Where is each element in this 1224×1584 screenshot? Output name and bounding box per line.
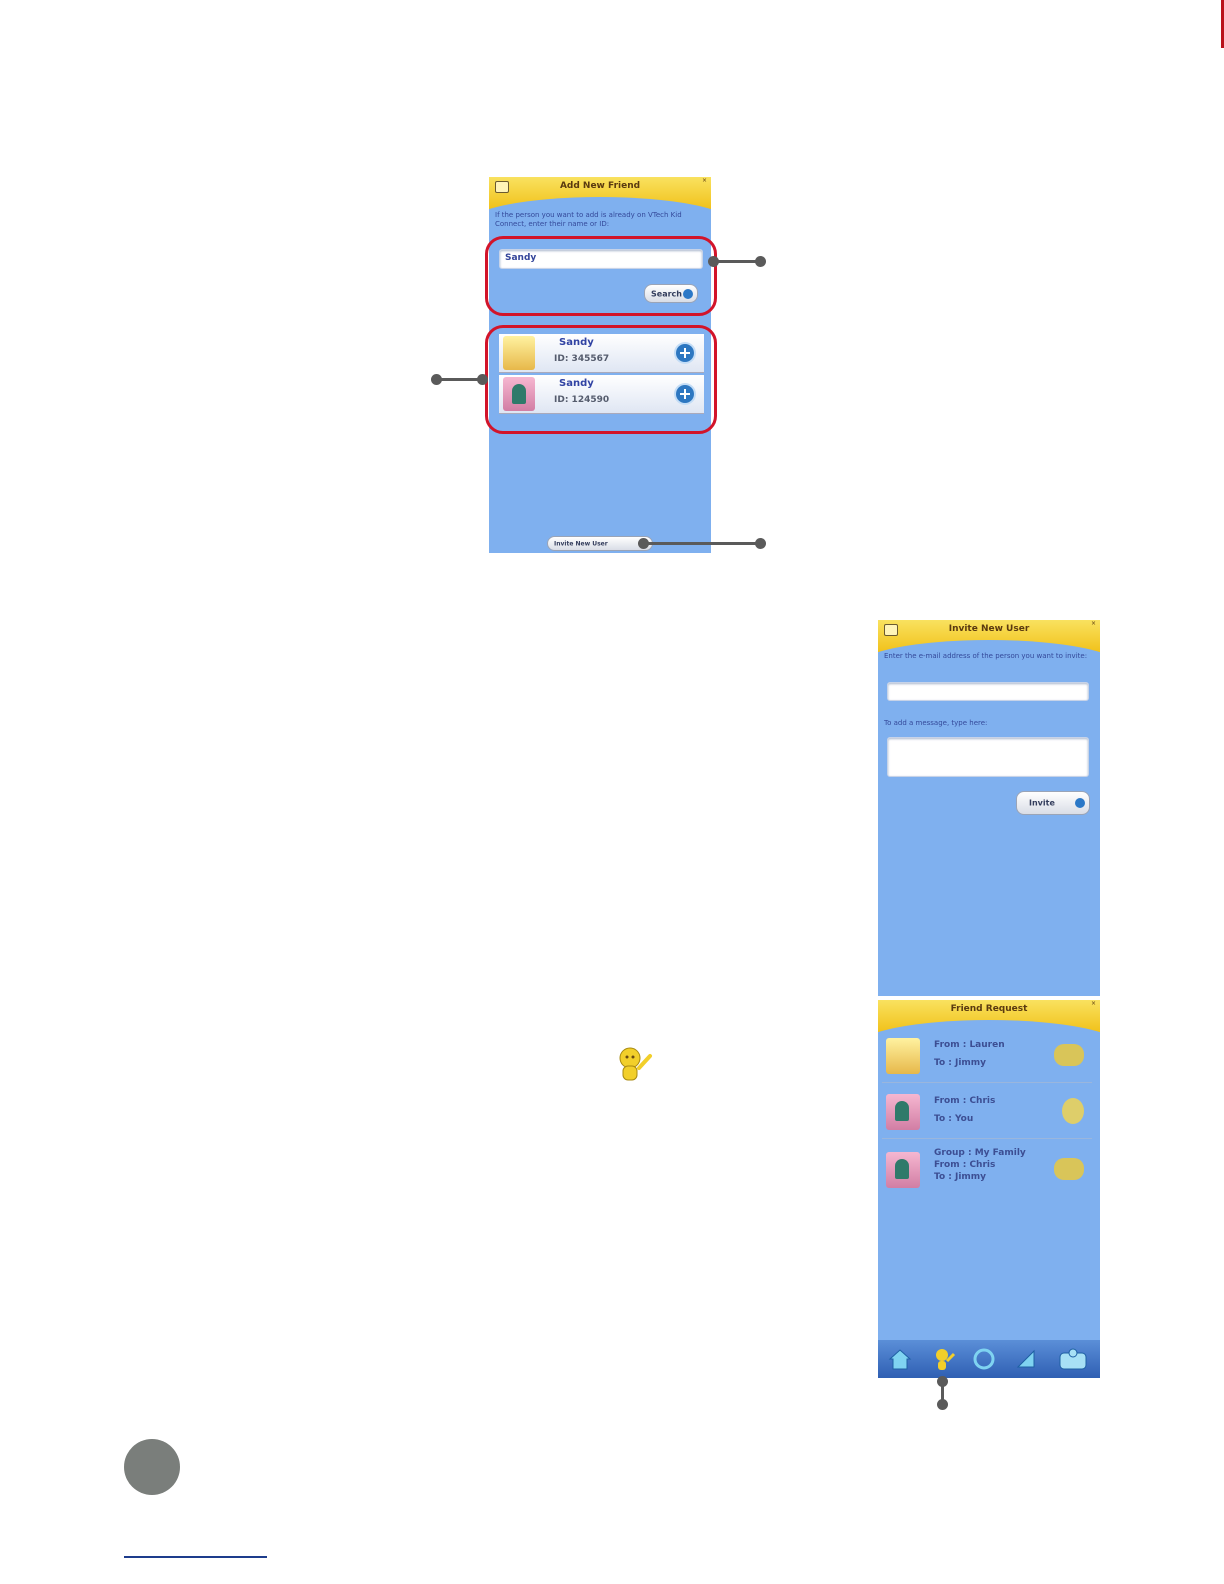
request-group: Group : My Family bbox=[934, 1148, 1026, 1158]
search-input[interactable]: Sandy bbox=[499, 249, 703, 269]
request-to: To : Jimmy bbox=[934, 1172, 987, 1182]
profile-icon[interactable] bbox=[1058, 1347, 1088, 1371]
margin-rule bbox=[1221, 0, 1224, 48]
add-friend-icon[interactable] bbox=[676, 385, 694, 403]
request-to: To : You bbox=[934, 1114, 974, 1124]
callout-dot bbox=[638, 538, 649, 549]
invite-user-screen: Invite New User × Enter the e-mail addre… bbox=[878, 620, 1100, 996]
friend-request-icon bbox=[619, 1047, 652, 1081]
friend-request-screen: Friend Request × From : Lauren To : Jimm… bbox=[878, 1000, 1100, 1378]
callout-line bbox=[714, 260, 760, 263]
search-input-value: Sandy bbox=[505, 253, 537, 263]
email-label: Enter the e-mail address of the person y… bbox=[884, 652, 1088, 660]
screen-title: Add New Friend bbox=[559, 181, 641, 191]
header-bar: Friend Request × bbox=[878, 1000, 1100, 1046]
callout-dot bbox=[755, 256, 766, 267]
bottom-toolbar bbox=[878, 1340, 1100, 1378]
accept-request-icon[interactable] bbox=[1054, 1158, 1084, 1180]
result-name: Sandy bbox=[559, 337, 594, 348]
search-button[interactable]: Search bbox=[644, 284, 698, 303]
avatar bbox=[886, 1094, 920, 1130]
search-result-item[interactable]: Sandy ID: 345567 bbox=[499, 334, 704, 373]
request-item[interactable]: From : Chris To : You bbox=[882, 1086, 1092, 1139]
avatar bbox=[503, 336, 535, 370]
page-number-badge bbox=[124, 1439, 180, 1495]
back-icon[interactable] bbox=[495, 181, 509, 193]
result-name: Sandy bbox=[559, 378, 594, 389]
request-from: From : Lauren bbox=[934, 1040, 1005, 1050]
avatar bbox=[503, 377, 535, 411]
callout-line bbox=[436, 378, 482, 381]
search-go-icon bbox=[683, 288, 693, 299]
callout-dot bbox=[477, 374, 488, 385]
invite-button[interactable]: Invite bbox=[1016, 791, 1090, 815]
request-item[interactable]: Group : My Family From : Chris To : Jimm… bbox=[882, 1144, 1092, 1196]
add-friend-screen: Add New Friend × If the person you want … bbox=[489, 177, 711, 553]
search-highlight-box bbox=[485, 236, 717, 316]
avatar bbox=[886, 1152, 920, 1188]
accept-request-icon[interactable] bbox=[1054, 1044, 1084, 1066]
add-friend-icon[interactable] bbox=[676, 344, 694, 362]
refresh-icon[interactable] bbox=[972, 1347, 996, 1371]
search-button-label: Search bbox=[651, 289, 682, 298]
result-id: ID: 124590 bbox=[554, 395, 610, 405]
friend-request-icon[interactable] bbox=[932, 1347, 956, 1371]
callout-line bbox=[643, 542, 760, 545]
request-from: From : Chris bbox=[934, 1096, 996, 1106]
screen-title: Friend Request bbox=[950, 1004, 1028, 1014]
footer-rule bbox=[124, 1556, 267, 1558]
callout-dot bbox=[937, 1399, 948, 1410]
callout-dot bbox=[755, 538, 766, 549]
callout-dot bbox=[708, 256, 719, 267]
message-label: To add a message, type here: bbox=[884, 719, 988, 727]
screen-title: Invite New User bbox=[948, 624, 1030, 634]
invite-button-label: Invite bbox=[1029, 798, 1055, 808]
settings-icon[interactable] bbox=[1014, 1347, 1038, 1371]
email-field[interactable] bbox=[887, 682, 1089, 701]
home-icon[interactable] bbox=[888, 1347, 912, 1371]
header-bar: Add New Friend × bbox=[489, 177, 711, 223]
close-icon[interactable]: × bbox=[702, 177, 708, 184]
close-icon[interactable]: × bbox=[1091, 620, 1097, 627]
instruction-text: If the person you want to add is already… bbox=[495, 211, 682, 228]
confirm-icon bbox=[1075, 798, 1085, 808]
back-icon[interactable] bbox=[884, 624, 898, 636]
avatar bbox=[886, 1038, 920, 1074]
request-to: To : Jimmy bbox=[934, 1058, 987, 1068]
callout-dot bbox=[937, 1376, 948, 1387]
callout-dot bbox=[431, 374, 442, 385]
result-id: ID: 345567 bbox=[554, 354, 610, 364]
results-highlight-box bbox=[485, 325, 717, 434]
close-icon[interactable]: × bbox=[1091, 1000, 1097, 1007]
request-from: From : Chris bbox=[934, 1160, 996, 1170]
search-result-item[interactable]: Sandy ID: 124590 bbox=[499, 375, 704, 414]
pending-request-icon[interactable] bbox=[1062, 1098, 1084, 1124]
request-item[interactable]: From : Lauren To : Jimmy bbox=[882, 1030, 1092, 1083]
callout-line bbox=[941, 1378, 944, 1404]
message-field[interactable] bbox=[887, 737, 1089, 777]
header-bar: Invite New User × bbox=[878, 620, 1100, 666]
invite-new-user-label: Invite New User bbox=[554, 540, 608, 547]
